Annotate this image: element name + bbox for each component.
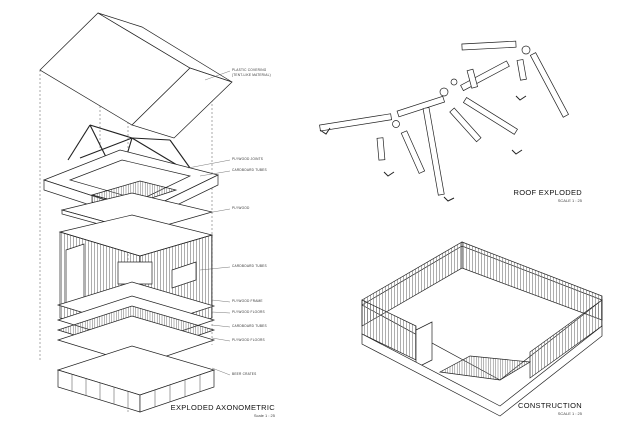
construction-scale: SCALE 1 : 25: [557, 411, 582, 416]
label-plastic-covering-sub: (TENT-LIKE MATERIAL): [232, 73, 271, 77]
roof-tube: [422, 107, 445, 196]
leader-lines: [187, 70, 231, 376]
roof-joint: [439, 87, 449, 97]
roof-exploded-scale: SCALE 1 : 25: [557, 198, 582, 203]
roof-tube: [319, 113, 392, 132]
roof-tube: [376, 137, 386, 161]
roof-tube: [461, 40, 517, 51]
floor-layers: [56, 281, 216, 366]
roof-exploded-title: ROOF EXPLODED: [513, 188, 582, 197]
roof-tube: [529, 52, 569, 118]
label-plastic-covering: PLASTIC COVERING: [232, 68, 267, 72]
axonometric-scale: Scale 1 : 25: [253, 413, 275, 418]
label-plywood-floors-1: PLYWOOD FLOORS: [232, 310, 265, 314]
roof-frame: [67, 124, 191, 179]
construction-title: CONSTRUCTION: [517, 401, 582, 410]
exploded-axonometric-drawing: [39, 12, 233, 413]
label-cardboard-tubes-3: CARDBOARD TUBES: [232, 324, 267, 328]
roof-tube: [462, 96, 518, 135]
construction-opening: [438, 355, 532, 381]
roof-exploded-drawing: [319, 40, 569, 202]
roof-tube: [400, 130, 426, 174]
roof-tube: [516, 59, 527, 81]
label-beer-crates: BEER CRATES: [232, 372, 257, 376]
roof-connector: [319, 95, 527, 202]
roof-tube: [449, 107, 482, 143]
construction-base: [361, 325, 603, 417]
roof-tube: [466, 68, 478, 89]
label-plywood-floors-2: PLYWOOD FLOORS: [232, 338, 265, 342]
roof-tube: [460, 60, 510, 92]
label-plywood: PLYWOOD: [232, 206, 250, 210]
roof-joint: [392, 120, 400, 128]
axonometric-title: EXPLODED AXONOMETRIC: [170, 403, 275, 412]
roof-joint: [450, 78, 458, 86]
label-plywood-frame: PLYWOOD FRAME: [232, 299, 263, 303]
label-cardboard-tubes-2: CARDBOARD TUBES: [232, 264, 267, 268]
roof-covering: [39, 12, 233, 139]
roof-tube: [396, 95, 446, 118]
construction-door-post: [415, 321, 433, 369]
roof-joint: [521, 45, 531, 55]
label-plywood-joints: PLYWOOD JOINTS: [232, 157, 264, 161]
construction-drawing: [361, 241, 603, 417]
beer-crate-base: [56, 345, 216, 413]
label-cardboard-tubes-1: CARDBOARD TUBES: [232, 168, 267, 172]
